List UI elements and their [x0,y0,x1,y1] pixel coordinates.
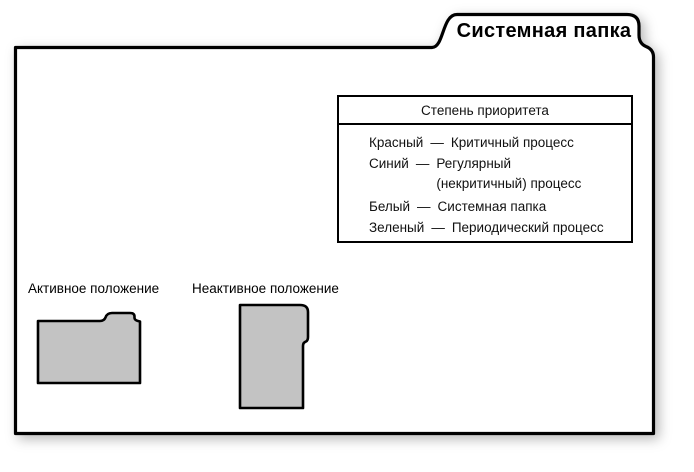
legend-description: (некритичный) процесс [436,176,582,191]
legend-title: Степень приоритета [339,97,631,125]
legend-items: Красный — Критичный процесс Синий — Регу… [339,125,631,238]
legend-description: Критичный процесс [450,135,574,150]
legend-item: Белый — Системная папка [369,197,625,217]
legend-item: Красный — Критичный процесс [369,133,625,153]
inactive-position-label: Неактивное положение [192,281,339,296]
legend-description: Системная папка [437,199,547,214]
legend-color-name: Зеленый [369,220,425,235]
inactive-folder-icon [238,303,310,410]
active-folder-shape [36,311,142,385]
folder-tab-title: Системная папка [456,20,632,42]
legend-dash: — [430,135,444,150]
legend-color-name: Белый [369,199,411,214]
legend-item: Зеленый — Периодический процесс [369,218,625,238]
legend-dash: — [417,199,431,214]
legend-color-name: Синий [369,156,409,171]
legend-item: Синий — Регулярный (некритичный) процесс [369,154,625,194]
active-folder-icon [36,311,142,385]
legend-dash: — [431,220,445,235]
inactive-folder-shape [238,303,310,410]
legend-color-name: Красный [369,135,424,150]
legend-dash: — [415,156,430,171]
legend-description: Регулярный [436,156,512,171]
active-position-label: Активное положение [28,281,160,296]
legend-description: Периодический процесс [451,220,604,235]
priority-legend: Степень приоритета Красный — Критичный п… [337,95,633,243]
